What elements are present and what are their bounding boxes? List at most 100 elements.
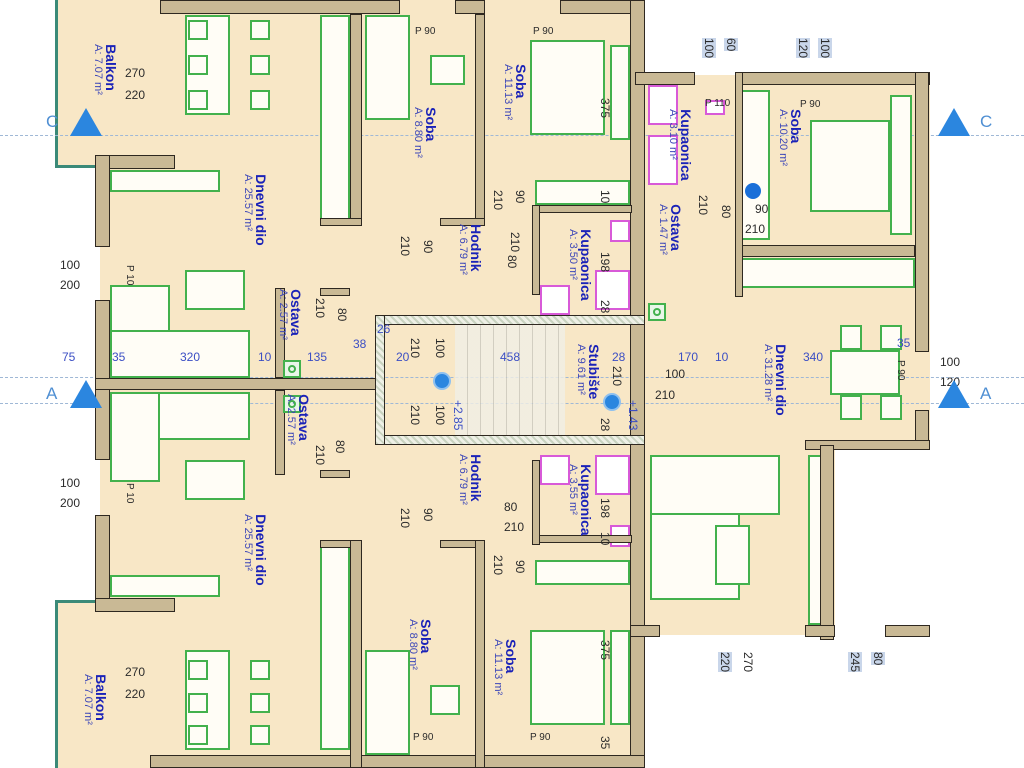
dimension-label: 270 [125,665,146,679]
dimension-label: +2.85 [451,400,465,431]
furniture [840,395,862,420]
dimension-label: +1.43 [626,400,640,431]
furniture [430,685,460,715]
dimension-label: 220 [125,687,146,701]
grid-line [0,135,1024,136]
furniture [185,270,245,310]
room-name: Ostava [668,204,685,251]
dimension-label: 28 [598,300,612,314]
dimension-label: 210 [696,195,710,216]
section-marker-icon [938,380,970,408]
dimension-label: 210 [408,405,422,426]
furniture [740,258,915,288]
wall [735,245,915,257]
wall [95,155,110,247]
dimension-label: 80 [871,652,885,666]
dimension-label: 210 [610,366,624,387]
furniture [250,725,270,745]
room-name: Soba [513,64,530,99]
wall [275,390,285,475]
dimension-label: 210 [398,508,412,529]
dimension-label: 100 [702,38,716,59]
dimension-label: P 10 [124,483,135,504]
dimension-label: 100 [940,355,961,369]
room-name: Hodnik [468,454,485,502]
sanitary-fixture [595,270,630,310]
room-name: Kupaonica [678,109,695,181]
dimension-label: 10 [598,532,612,546]
room-area: A: 3.50 m² [567,229,580,280]
room-name: Dnevni dio [253,514,270,586]
sanitary-fixture [648,135,678,185]
wall [805,625,835,637]
section-marker-label: C [46,112,59,131]
wall [630,625,660,637]
dimension-label: 210 [398,236,412,257]
room-name: Soba [423,107,440,142]
room-area: A: 6.79 m² [457,454,470,505]
stair-wall [375,315,645,325]
staircase [455,325,565,435]
wall [635,72,695,85]
furniture [110,330,250,378]
dimension-label: P 10 [124,265,135,286]
furniture [715,525,750,585]
dimension-label: 210 [491,555,505,576]
dimension-label: P 90 [800,99,821,110]
dimension-label: 90 [513,190,527,204]
dimension-label: 10 [598,190,612,204]
wall [95,515,110,610]
dimension-label: 80 [505,255,519,269]
sanitary-fixture [705,100,725,115]
room-area: A: 11.13 m² [502,64,515,121]
dimension-label: P 90 [415,26,436,37]
sanitary-fixture [595,455,630,495]
wall [475,540,485,768]
dimension-label: 26 [377,322,391,336]
sanitary-fixture [540,455,570,485]
furniture [840,325,862,350]
dimension-label: 210 [313,298,327,319]
section-marker-icon [70,108,102,136]
wall [735,72,930,85]
dimension-label: 35 [897,336,911,350]
room-name: Ostava [288,289,305,336]
dimension-label: 270 [125,66,146,80]
room-area: A: 3.55 m² [567,464,580,515]
section-marker-label: A [46,384,58,403]
dimension-label: 100 [818,38,832,59]
wall [630,0,645,760]
dimension-label: P 90 [413,732,434,743]
furniture [535,180,630,205]
furniture [430,55,465,85]
room-name: Balkon [93,674,110,721]
dimension-label: 38 [353,337,367,351]
dimension-label: 200 [60,496,81,510]
section-marker-label: A [980,384,992,403]
room-area: A: 7.07 m² [82,674,95,725]
wall [915,72,929,352]
furniture [530,40,605,135]
balcony-railing [55,600,100,603]
room-area: A: 3.10 m² [667,109,680,160]
dimension-label: 20 [396,350,410,364]
room-name: Balkon [103,44,120,91]
dimension-label: 198 [598,498,612,519]
ventilation-shaft-icon [648,303,666,321]
dimension-label: P 90 [530,732,551,743]
wall [160,0,400,14]
wall [320,288,350,296]
balcony-railing [55,165,100,168]
furniture [610,45,630,140]
dimension-label: 35 [598,736,612,750]
wall [95,598,175,612]
